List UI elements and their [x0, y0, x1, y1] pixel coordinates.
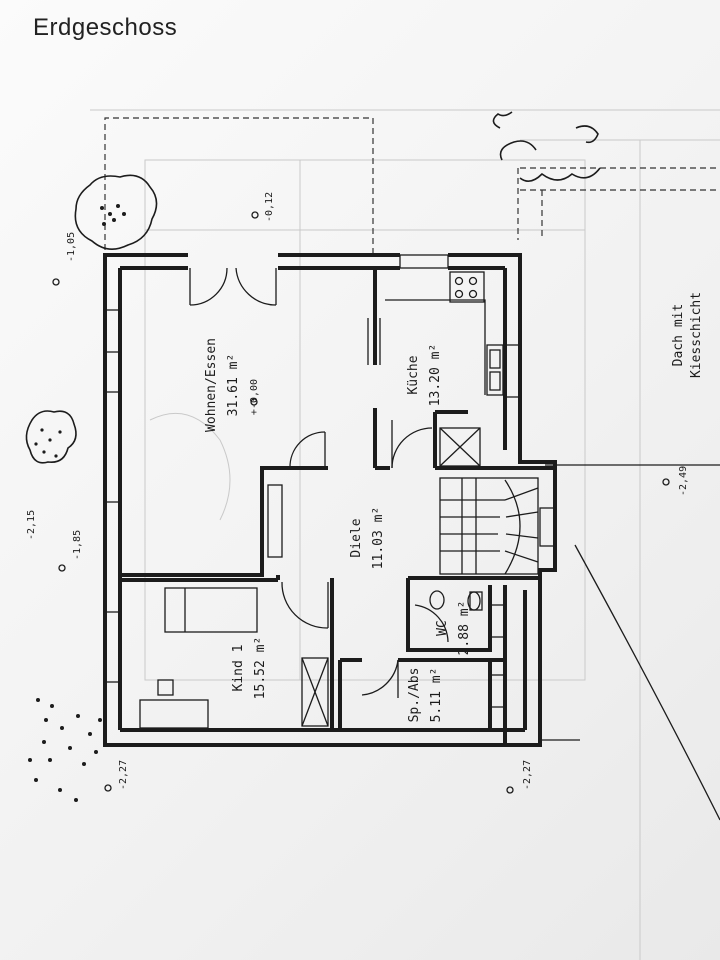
room-name-wc: WC: [435, 620, 450, 636]
terrace-outline: [104, 117, 374, 260]
room-name-kind: Kind 1: [231, 645, 246, 692]
level-label-south: -2,27: [522, 760, 533, 790]
shrub-south-west-icon: [28, 698, 102, 802]
room-label-wohnen: Wohnen/Essen 31.61 m² +-0,00: [204, 338, 260, 432]
walls: [103, 253, 557, 747]
room-label-abs: Sp./Abs 5.11 m²: [407, 668, 444, 723]
level-label-west-cut: -2,15: [26, 510, 37, 540]
room-name-kueche: Küche: [406, 355, 421, 394]
room-name-wohnen: Wohnen/Essen: [204, 338, 219, 432]
level-label-east: -2,49: [678, 466, 689, 496]
kitchen-fixtures: [385, 271, 504, 467]
room-name-abs: Sp./Abs: [407, 668, 422, 723]
staircase: [439, 477, 539, 575]
room-label-wc: WC 2.88 m²: [435, 601, 472, 656]
ghost-lines: [90, 109, 720, 960]
doors: [189, 267, 449, 698]
roof-outline: [540, 464, 720, 821]
tree-north-west-icon: [74, 174, 158, 250]
windows: [104, 254, 556, 708]
room-area-diele: 11.03 m²: [371, 507, 386, 570]
diele-closet: [267, 484, 283, 558]
level-label-terrace: -0,12: [264, 192, 275, 222]
room-area-kind: 15.52 m²: [253, 637, 268, 700]
property-lines: [517, 167, 720, 240]
level-label-sw: -2,27: [118, 760, 129, 790]
room-area-wc: 2.88 m²: [457, 601, 472, 656]
level-marker-icons: [52, 211, 670, 794]
wc-fixtures: [429, 590, 483, 611]
room-label-kind: Kind 1 15.52 m²: [231, 637, 268, 700]
page-title: Erdgeschoss: [33, 14, 178, 41]
level-label-west-mid: -1,85: [72, 530, 83, 560]
room-area-abs: 5.11 m²: [429, 668, 444, 723]
room-area-kueche: 13.20 m²: [428, 344, 443, 407]
tree-north-east-icon: [492, 111, 601, 182]
room-name-diele: Diele: [349, 518, 364, 557]
room-level-wohnen: +-0,00: [249, 379, 260, 415]
room-label-diele: Diele 11.03 m²: [349, 507, 386, 570]
room-area-wohnen: 31.61 m²: [226, 354, 241, 417]
shrub-west-icon: [25, 410, 77, 464]
kind-furniture: [139, 587, 329, 729]
room-label-kueche: Küche 13.20 m²: [406, 344, 443, 407]
level-label-nw: -1,05: [66, 232, 77, 262]
